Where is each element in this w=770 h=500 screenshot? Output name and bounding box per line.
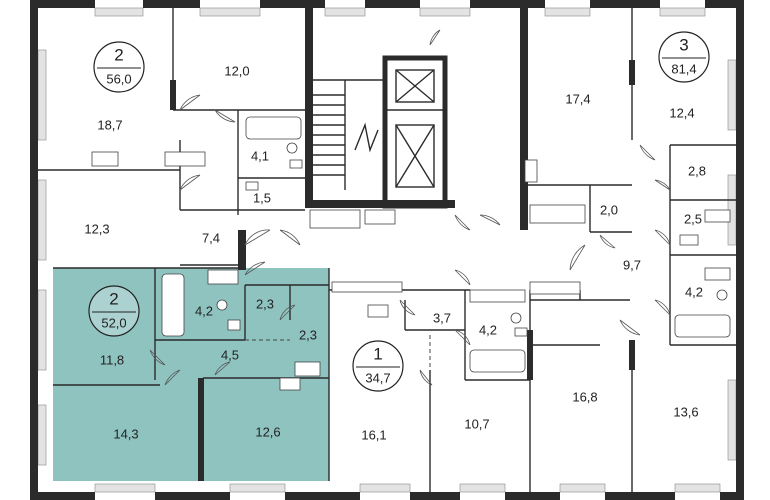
room-area: 17,4	[565, 91, 590, 106]
apartment-badge-sw[interactable]: 2 52,0	[88, 285, 140, 337]
interior-walls	[38, 8, 736, 492]
apartment-sw-highlight[interactable]	[53, 268, 329, 481]
apartment-sw-area: 52,0	[101, 315, 126, 330]
room-area: 2,3	[299, 327, 317, 342]
apartment-badge-nw[interactable]: 2 56,0	[93, 41, 145, 93]
room-area: 12,4	[669, 105, 694, 120]
room-area: 1,5	[253, 190, 271, 205]
apartment-badge-ne[interactable]: 3 81,4	[658, 31, 710, 83]
apartment-nw-area: 56,0	[106, 71, 131, 86]
apartment-sw-rooms: 2	[109, 289, 118, 308]
room-area: 12,0	[224, 63, 249, 78]
fixtures	[91, 116, 731, 391]
room-area: 14,3	[113, 426, 138, 441]
room-area: 3,7	[433, 310, 451, 325]
room-area: 11,8	[100, 352, 124, 367]
windows	[37, 7, 737, 493]
room-area: 13,6	[673, 404, 698, 419]
room-area: 2,8	[688, 163, 706, 178]
apartment-nw-rooms: 2	[114, 45, 123, 64]
apartment-ne-rooms: 3	[679, 35, 688, 54]
room-area: 4,2	[479, 322, 497, 337]
room-area: 4,2	[195, 303, 213, 318]
stair-core	[305, 8, 528, 230]
doors	[149, 29, 671, 386]
room-area: 18,7	[97, 117, 122, 132]
room-area: 2,3	[256, 296, 274, 311]
apartment-center-area: 34,7	[365, 370, 390, 385]
room-labels: 18,7 12,0 4,1 1,5 12,3 7,4 17,4 12,4 2,8…	[84, 63, 706, 442]
room-area: 12,6	[255, 424, 280, 439]
outer-walls	[30, 0, 744, 500]
room-area: 4,1	[251, 148, 269, 163]
room-area: 7,4	[202, 230, 220, 245]
room-area: 9,7	[623, 257, 641, 272]
apartment-center-rooms: 1	[373, 344, 382, 363]
apartment-ne-area: 81,4	[671, 61, 696, 76]
room-area: 16,1	[361, 427, 386, 442]
room-area: 10,7	[464, 416, 489, 431]
room-area: 4,2	[685, 284, 703, 299]
room-area: 2,5	[684, 211, 702, 226]
room-area: 16,8	[572, 389, 597, 404]
room-area: 12,3	[84, 221, 109, 236]
room-area: 4,5	[221, 347, 239, 362]
apartment-badge-center[interactable]: 1 34,7	[352, 340, 404, 392]
room-area: 2,0	[600, 202, 618, 217]
